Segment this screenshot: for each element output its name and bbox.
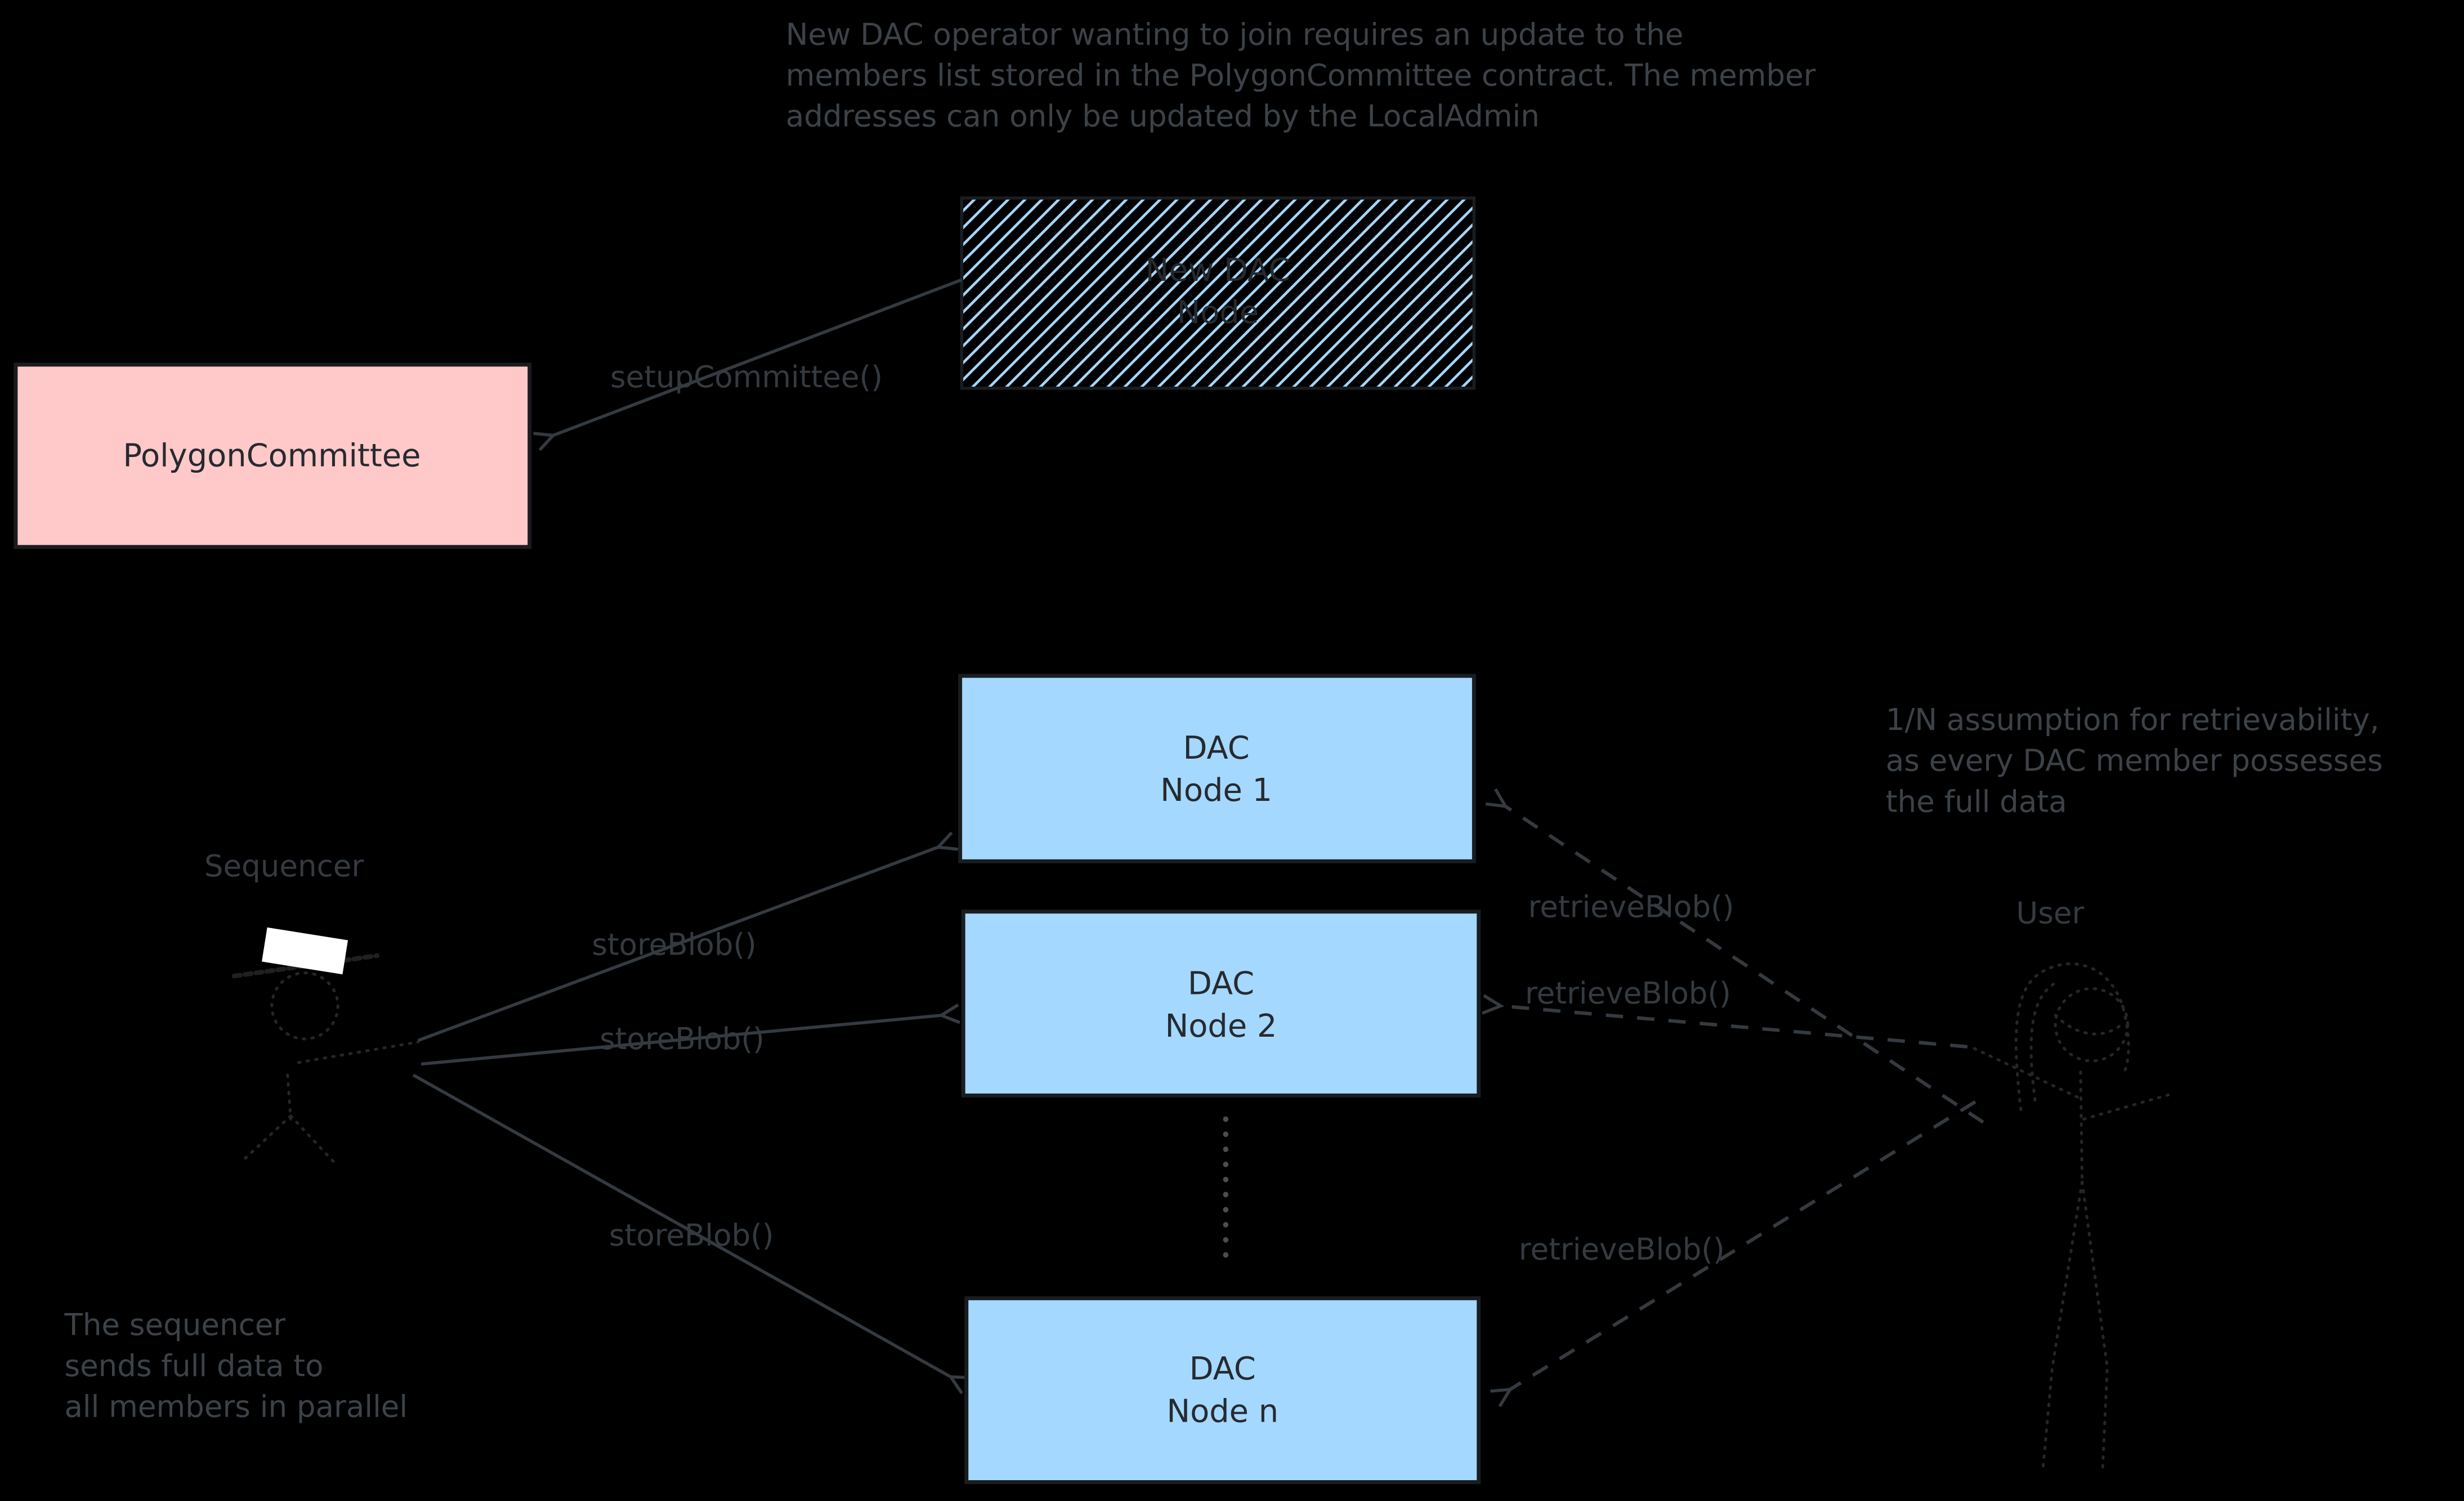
note-sequencer-parallel[interactable]: The sequencer sends full data to all mem… [64,1307,408,1424]
dac-node-1-rect[interactable] [958,674,1476,863]
torso [286,1073,292,1121]
edge-store-blob-3[interactable]: storeBlob() [412,1073,971,1395]
edge-store-blob-2[interactable]: storeBlob() [421,1003,961,1066]
dac-node-n-rect[interactable] [964,1296,1481,1484]
legs [2041,1180,2109,1471]
dac-node-1-line2: Node 1 [1160,772,1272,809]
actor-sequencer[interactable]: Sequencer [204,849,420,1166]
dac-node-2-line2: Node 2 [1165,1008,1277,1045]
new-dac-node-label-line1: New DAC [1146,252,1291,289]
box-dac-node-2[interactable]: DAC Node 2 [961,909,1481,1097]
retrieve-blob-label-3[interactable]: retrieveBlob() [1519,1232,1725,1267]
retrieve-blob-arrow-1[interactable] [1485,788,1984,1124]
note-line: New DAC operator wanting to join require… [786,17,1684,52]
user-label[interactable]: User [2016,896,2084,931]
edge-setup-committee[interactable]: setupCommittee() [533,278,963,451]
sequencer-person-icon[interactable] [231,927,420,1166]
edge-retrieve-blob-1[interactable]: retrieveBlob() [1485,788,1984,1124]
dac-node-2-line1: DAC [1188,966,1254,1002]
store-blob-arrow-2[interactable] [421,1003,961,1066]
hair-strand [2029,982,2055,1102]
fringe [2054,1014,2126,1036]
setup-committee-arrow[interactable] [533,278,963,451]
note-line: the full data [1886,784,2067,819]
store-blob-label-2[interactable]: storeBlob() [600,1021,764,1056]
edge-retrieve-blob-3[interactable]: retrieveBlob() [1490,1100,1976,1408]
polygon-committee-label: PolygonCommittee [123,437,421,474]
hat-top [262,927,348,975]
setup-committee-label[interactable]: setupCommittee() [610,360,883,395]
dac-node-2-rect[interactable] [961,909,1481,1097]
store-blob-label-3[interactable]: storeBlob() [609,1218,774,1253]
note-line: addresses can only be updated by the Loc… [786,99,1540,134]
store-blob-arrow-3[interactable] [412,1073,971,1395]
box-polygon-committee[interactable]: PolygonCommittee [14,362,532,549]
head [270,971,339,1041]
retrieve-blob-label-1[interactable]: retrieveBlob() [1528,889,1734,924]
note-line: all members in parallel [64,1389,408,1424]
left-arm [1969,1045,2079,1099]
box-dac-node-1[interactable]: DAC Node 1 [958,674,1476,863]
box-dac-node-n[interactable]: DAC Node n [964,1296,1481,1484]
arm [297,1041,420,1064]
note-line: members list stored in the PolygonCommit… [786,58,1816,93]
polygon-committee-rect[interactable] [14,362,532,549]
new-dac-node-label-line2: Node [1177,294,1259,331]
note-new-dac-operator[interactable]: New DAC operator wanting to join require… [786,17,1816,133]
note-line: 1/N assumption for retrievability, [1886,702,2380,737]
store-blob-arrow-1[interactable] [417,831,958,1042]
sequencer-label[interactable]: Sequencer [204,849,364,884]
user-person-icon[interactable] [1969,962,2174,1471]
retrieve-blob-arrow-3[interactable] [1490,1100,1976,1408]
edge-store-blob-1[interactable]: storeBlob() [417,831,958,1042]
new-dac-node-rect[interactable] [960,196,1476,390]
hair-outline [2014,962,2130,1112]
dac-node-1-line1: DAC [1183,730,1249,767]
dac-node-n-line2: Node n [1166,1393,1278,1430]
retrieve-blob-arrow-2[interactable] [1481,994,1968,1049]
store-blob-label-1[interactable]: storeBlob() [592,927,757,962]
head [2054,987,2130,1063]
note-line: as every DAC member possesses [1886,743,2383,778]
edge-retrieve-blob-2[interactable]: retrieveBlob() [1481,976,1968,1049]
box-new-dac-node[interactable]: New DAC Node [960,196,1476,390]
actor-user[interactable]: User [1969,896,2174,1471]
right-arm [2082,1092,2174,1121]
note-line: The sequencer [64,1307,285,1342]
note-line: sends full data to [64,1348,323,1383]
note-retrievability[interactable]: 1/N assumption for retrievability, as ev… [1886,702,2383,819]
legs [243,1114,338,1166]
torso [2079,1070,2084,1184]
retrieve-blob-label-2[interactable]: retrieveBlob() [1525,976,1731,1011]
dac-node-n-line1: DAC [1189,1351,1256,1387]
